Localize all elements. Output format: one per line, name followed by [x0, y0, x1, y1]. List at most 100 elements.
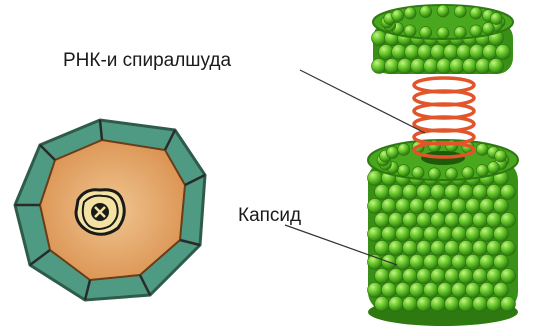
rna-helix	[414, 78, 474, 157]
capsomer	[482, 22, 494, 34]
capsomer	[459, 213, 474, 228]
virus-model	[368, 5, 519, 326]
capsomer	[487, 185, 502, 200]
capsomer	[480, 227, 495, 242]
capsomer	[501, 297, 516, 312]
capsomer	[438, 199, 453, 214]
capsomer	[489, 59, 504, 74]
capsomer	[389, 241, 404, 256]
capsomer	[389, 185, 404, 200]
capsomer	[404, 7, 416, 19]
capsomer	[396, 255, 411, 270]
capsomer	[396, 283, 411, 298]
capsomer	[375, 213, 390, 228]
capsomer	[459, 185, 474, 200]
capsomer	[431, 185, 446, 200]
capsomer	[387, 146, 399, 158]
capsomer	[494, 227, 509, 242]
capsomer	[424, 227, 439, 242]
capsomer	[446, 168, 458, 180]
capsomer	[417, 241, 432, 256]
capsid-upper	[372, 5, 514, 74]
capsomer	[389, 269, 404, 284]
capsomer	[410, 283, 425, 298]
capsomer	[424, 283, 439, 298]
capsomer	[431, 269, 446, 284]
capsid-label: Капсид	[238, 205, 301, 227]
capsomer	[368, 199, 383, 214]
capsomer	[438, 255, 453, 270]
capsomer	[403, 241, 418, 256]
capsomer	[412, 167, 424, 179]
capsomer	[382, 283, 397, 298]
capsomer	[470, 25, 482, 37]
cross-section	[15, 120, 205, 300]
capsomer	[452, 283, 467, 298]
capsomer	[466, 255, 481, 270]
capsomer	[403, 269, 418, 284]
capsomer	[417, 213, 432, 228]
capsomer	[404, 25, 416, 37]
capsomer	[445, 297, 460, 312]
capsomer	[403, 213, 418, 228]
capsomer	[495, 150, 507, 162]
capsomer	[466, 227, 481, 242]
capsomer	[382, 227, 397, 242]
capsomer	[470, 7, 482, 19]
capsomer	[454, 6, 466, 18]
capsomer	[487, 297, 502, 312]
capsomer	[454, 26, 466, 38]
capsomer	[403, 297, 418, 312]
capsomer	[445, 241, 460, 256]
capsomer	[487, 213, 502, 228]
capsomer	[431, 297, 446, 312]
capsomer	[438, 283, 453, 298]
capsomer	[438, 227, 453, 242]
capsomer	[420, 26, 432, 38]
capsomer	[398, 165, 410, 177]
capsomer	[392, 10, 404, 22]
capsomer	[410, 255, 425, 270]
capsomer	[382, 199, 397, 214]
capsomer	[480, 255, 495, 270]
capsomer	[424, 199, 439, 214]
capsomer	[494, 255, 509, 270]
capsomer	[398, 143, 410, 155]
capsomer	[452, 255, 467, 270]
capsomer	[487, 162, 499, 174]
capsomer	[473, 241, 488, 256]
capsomer	[417, 269, 432, 284]
capsomer	[368, 227, 383, 242]
capsid-lower	[368, 140, 519, 326]
capsomer	[487, 269, 502, 284]
capsomer	[466, 283, 481, 298]
capsomer	[420, 6, 432, 18]
capsomer	[368, 171, 383, 186]
capsomer	[375, 297, 390, 312]
capsomer	[480, 283, 495, 298]
capsomer	[473, 185, 488, 200]
capsomer	[459, 241, 474, 256]
capsomer	[410, 199, 425, 214]
capsomer	[424, 255, 439, 270]
capsomer	[490, 13, 502, 25]
capsomer	[389, 213, 404, 228]
capsomer	[389, 297, 404, 312]
capsomer	[445, 185, 460, 200]
capsomer	[431, 213, 446, 228]
capsomer	[496, 45, 511, 60]
capsomer	[368, 283, 383, 298]
capsomer	[459, 269, 474, 284]
capsomer	[501, 269, 516, 284]
capsomer	[452, 227, 467, 242]
capsomer	[445, 213, 460, 228]
capsomer	[375, 185, 390, 200]
capsomer	[403, 185, 418, 200]
capsomer	[452, 199, 467, 214]
rna-helix-label: РНК-и спиралшуда	[63, 50, 231, 72]
rna-leader-line	[300, 70, 425, 133]
capsomer	[473, 213, 488, 228]
capsomer	[501, 213, 516, 228]
